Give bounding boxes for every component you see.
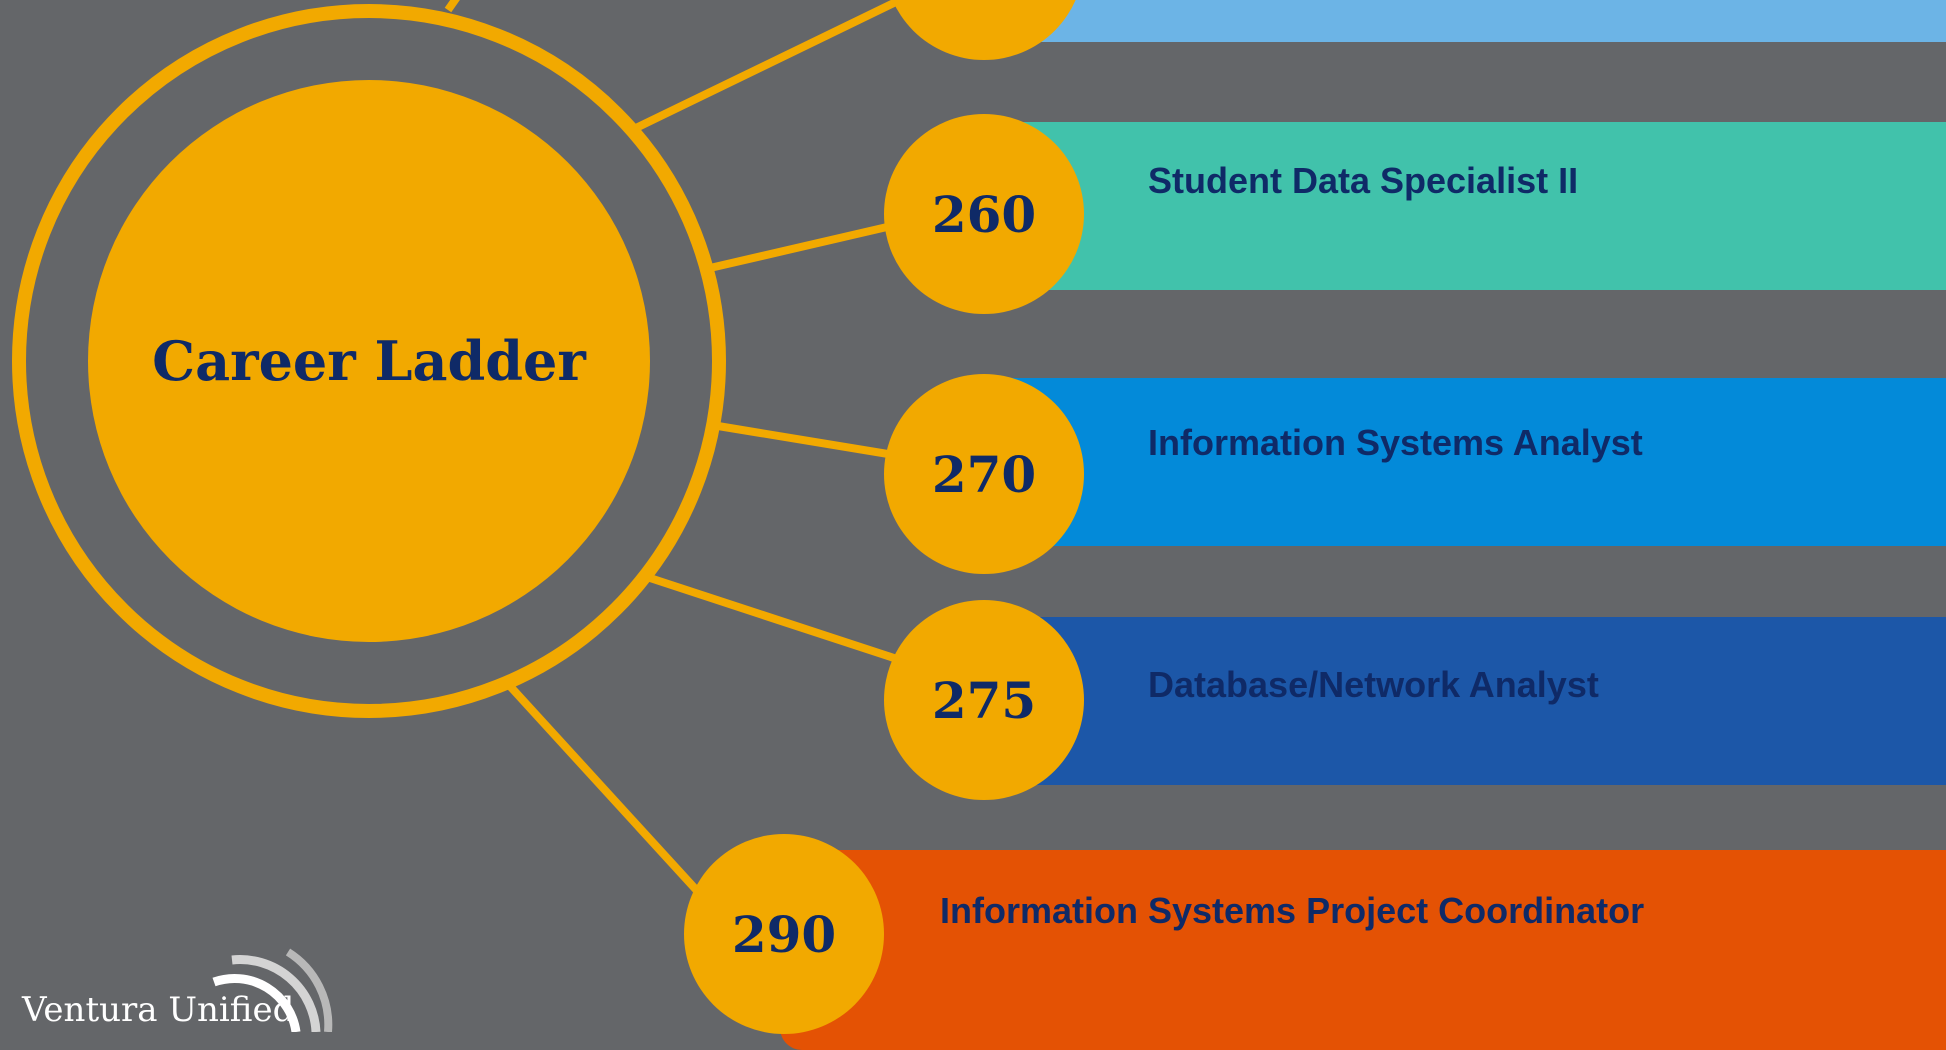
outer-ring bbox=[12, 4, 726, 718]
connector-line-top-left bbox=[444, 0, 460, 13]
level-number-circle-3: 270 bbox=[884, 374, 1084, 574]
level-band-4 bbox=[960, 617, 1946, 785]
level-title-4: Database/Network Analyst bbox=[1148, 664, 1599, 705]
level-number-2: 260 bbox=[931, 184, 1037, 244]
logo-text: Ventura Unified bbox=[22, 990, 295, 1030]
level-number-4: 275 bbox=[931, 670, 1037, 730]
level-band-5 bbox=[780, 850, 1946, 1050]
level-band-1 bbox=[960, 0, 1946, 42]
center-title: Career Ladder bbox=[152, 329, 586, 393]
level-title-3: Information Systems Analyst bbox=[1148, 422, 1643, 463]
connector-line-level-5 bbox=[505, 681, 703, 897]
level-number-3: 270 bbox=[931, 444, 1037, 504]
level-number-circle-4: 275 bbox=[884, 600, 1084, 800]
connector-line-level-4 bbox=[648, 574, 902, 664]
level-number-circle-5: 290 bbox=[684, 834, 884, 1034]
connector-line-level-1 bbox=[634, 0, 902, 132]
connector-line-level-3 bbox=[717, 422, 901, 460]
level-number-circle-2: 260 bbox=[884, 114, 1084, 314]
connector-line-level-2 bbox=[709, 220, 901, 272]
level-number-5: 290 bbox=[731, 904, 837, 964]
level-title-2: Student Data Specialist II bbox=[1148, 160, 1579, 201]
level-band-2 bbox=[960, 122, 1946, 290]
career-ladder-circle bbox=[88, 80, 650, 642]
level-band-3 bbox=[960, 378, 1946, 546]
logo-arc-icon bbox=[212, 948, 333, 1032]
level-title-5: Information Systems Project Coordinator bbox=[940, 890, 1645, 931]
